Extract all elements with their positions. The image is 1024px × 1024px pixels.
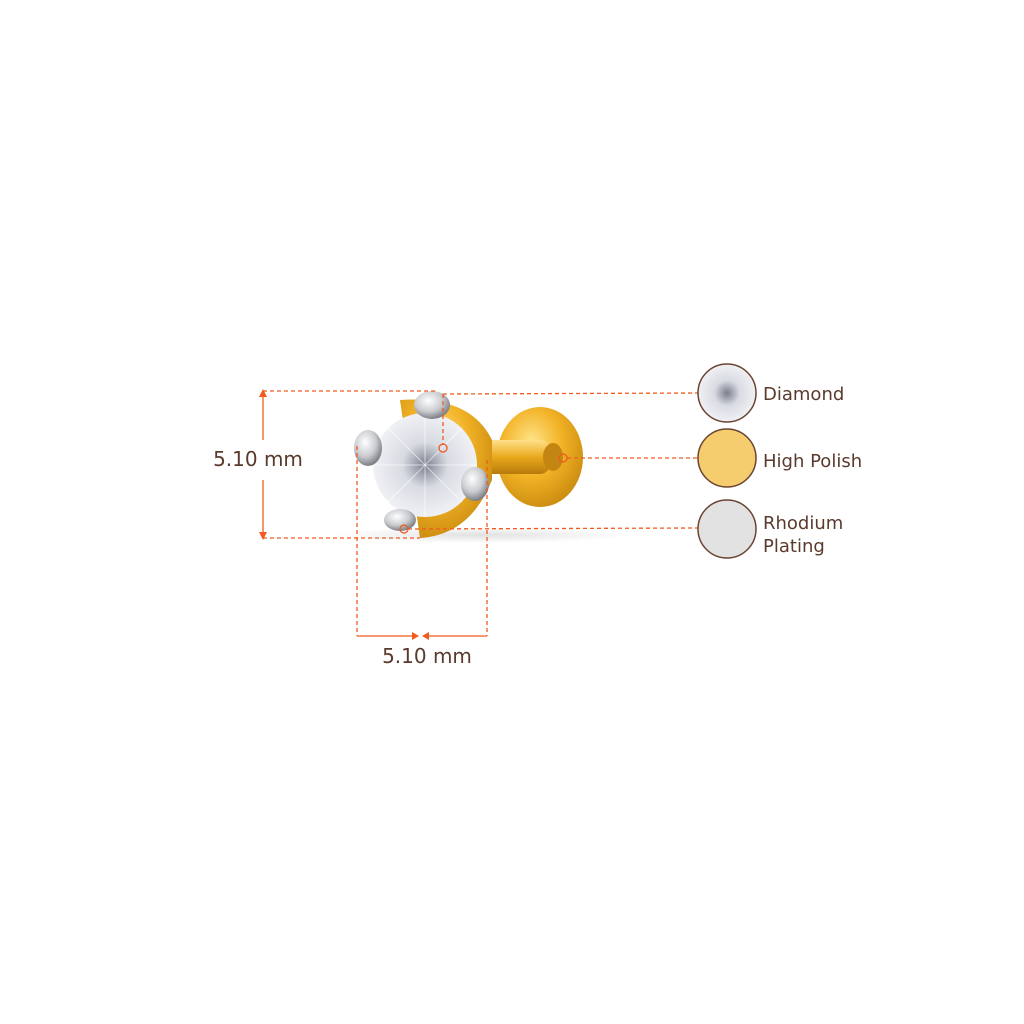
legend-item-high-polish: High Polish (697, 428, 862, 488)
legend-item-rhodium-plating: Rhodium Plating (697, 499, 843, 559)
leader-lines (399, 392, 699, 534)
arrow-right-icon (412, 632, 419, 640)
prong-top (414, 391, 450, 419)
legend-label-plating: Plating (763, 536, 825, 557)
height-label: 5.10 mm (213, 447, 303, 471)
arrow-down-icon (259, 532, 267, 540)
width-label: 5.10 mm (382, 644, 472, 668)
legend-label-rhodium: Rhodium (763, 513, 843, 534)
arrow-up-icon (259, 389, 267, 397)
high-polish-swatch (697, 428, 757, 488)
prong-bottom (384, 509, 416, 531)
height-dimension: 5.10 mm (213, 389, 435, 540)
legend-item-diamond: Diamond (697, 363, 844, 423)
leader-diamond (442, 392, 699, 395)
legend-label-diamond: Diamond (763, 384, 844, 405)
rhodium-swatch (697, 499, 757, 559)
diamond-facets (373, 413, 477, 517)
legend-label-high-polish: High Polish (763, 451, 862, 472)
leader-rhodium (407, 527, 699, 530)
earring-illustration (330, 391, 630, 543)
legend: Diamond High Polish Rhodium Plating (697, 363, 862, 559)
width-dimension: 5.10 mm (356, 446, 488, 668)
post-screw (543, 443, 563, 471)
arrow-left-icon (422, 632, 429, 640)
diamond-swatch (697, 363, 757, 423)
drop-shadow (330, 527, 630, 543)
prong-left (354, 430, 382, 466)
prong-right (461, 467, 489, 501)
